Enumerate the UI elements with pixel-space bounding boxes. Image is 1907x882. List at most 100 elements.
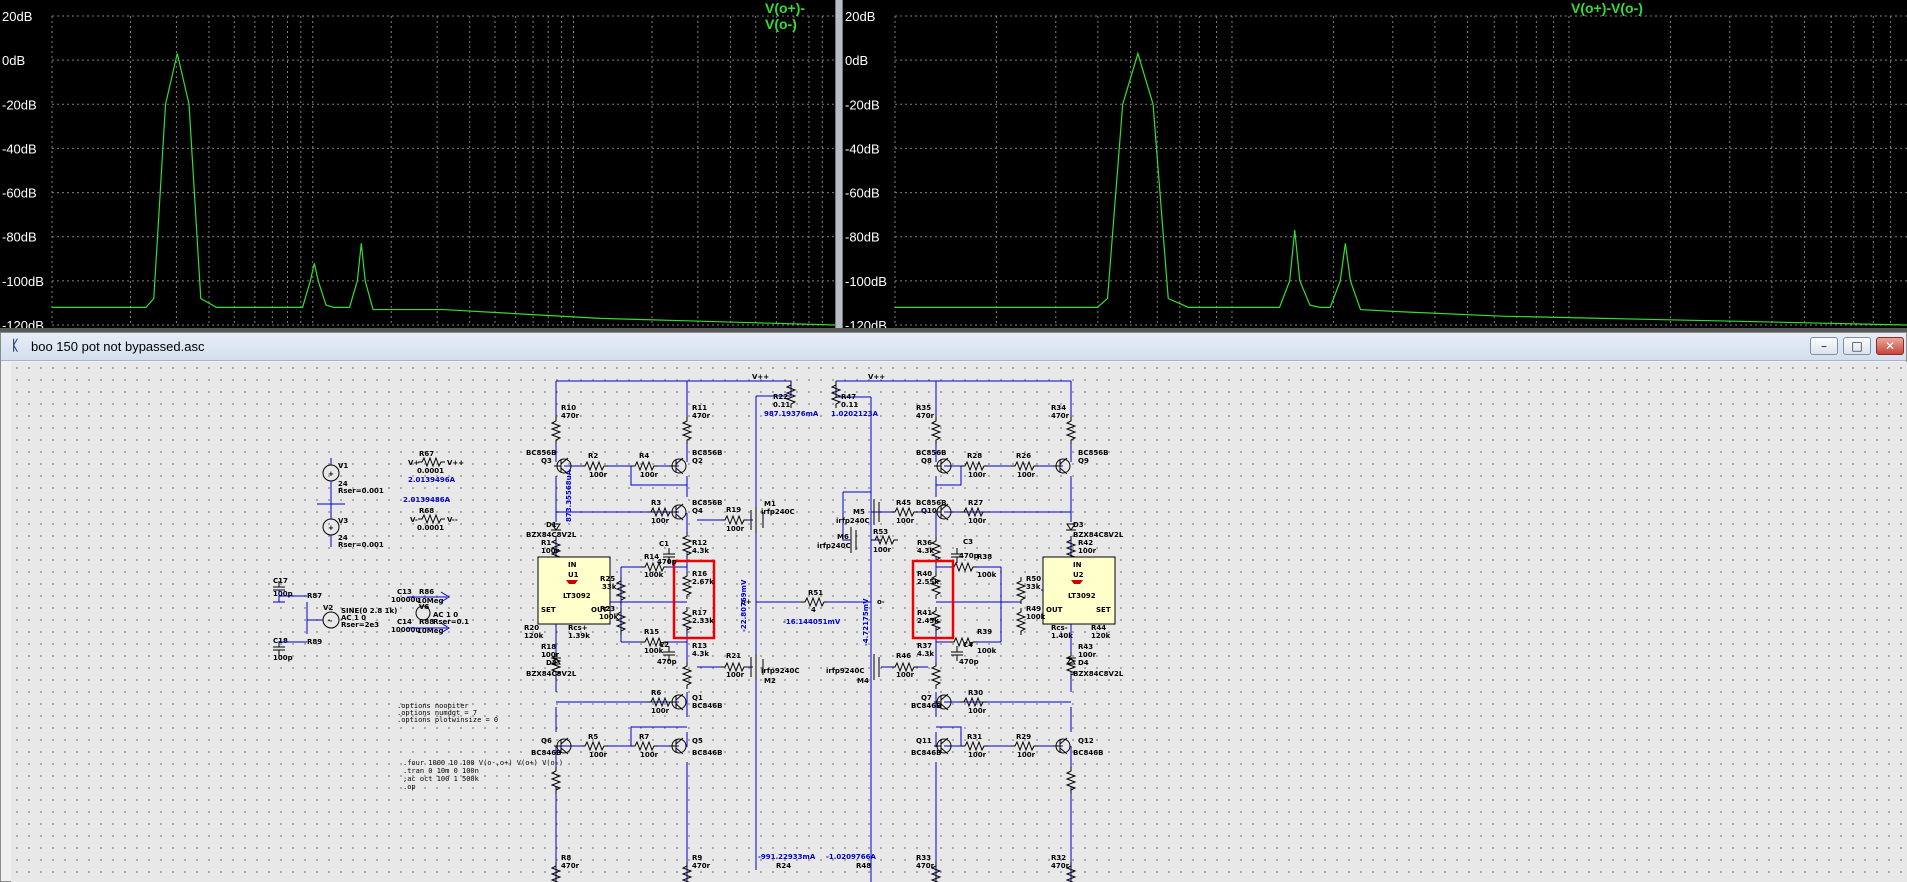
r68-value: 0.0001: [417, 524, 444, 532]
rcs-plus-label: Rcs+: [568, 624, 588, 632]
v1-rser: Rser=0.001: [338, 487, 384, 495]
u1-label: U1: [568, 571, 579, 579]
y-tick-label: -80dB: [845, 230, 880, 245]
directive-4[interactable]: .tran 0 10m 0 100n: [403, 767, 479, 775]
directive-3[interactable]: .four 1000 10 100 V(o-,o+) V(o+) V(o-): [403, 759, 563, 767]
y-tick-label: 20dB: [845, 9, 875, 24]
m1-type: irfp240C: [761, 508, 795, 516]
q11-label: Q11: [916, 737, 932, 745]
r9-label: R9: [692, 854, 702, 862]
y-tick-label: -120dB: [845, 318, 887, 328]
u1-lt3092[interactable]: IN U1 LT3092 SET OUT: [537, 556, 611, 625]
y-tick-label: -60dB: [845, 186, 880, 201]
d4-type: BZX84C8V2L: [1073, 670, 1124, 678]
trace-line[interactable]: [895, 51, 1907, 326]
r38-label: R38: [977, 553, 992, 561]
r3-label: R3: [651, 499, 661, 507]
r40-value: 2.55k: [917, 578, 939, 586]
r30-label: R30: [968, 689, 983, 697]
y-tick-label: -100dB: [845, 274, 887, 289]
c4-value: 470p: [959, 658, 979, 666]
wiring: [546, 380, 1082, 882]
r14-label: R14: [644, 553, 659, 561]
supply-section: + + V1 24 Rser=0.001 V3 24 Rser=0.001 R6…: [317, 450, 464, 549]
q4-label: Q4: [692, 507, 703, 515]
trace-label-left[interactable]: V(o+)-V(o-): [765, 0, 806, 32]
u2-set-pin: SET: [1096, 606, 1111, 614]
v2-sine: SINE(0 2.8 1k): [341, 607, 397, 615]
schematic-titlebar[interactable]: ᛕ boo 150 pot not bypassed.asc – □ ✕: [1, 333, 1906, 361]
schematic-canvas[interactable]: + + V1 24 Rser=0.001 V3 24 Rser=0.001 R6…: [11, 362, 1907, 882]
schematic-drawing[interactable]: + + V1 24 Rser=0.001 V3 24 Rser=0.001 R6…: [11, 362, 1907, 882]
r20-label: R20: [524, 624, 539, 632]
minimize-button[interactable]: –: [1810, 337, 1838, 355]
pane-splitter[interactable]: [835, 0, 843, 328]
close-button[interactable]: ✕: [1876, 337, 1904, 355]
rcs-plus-value: 1.39k: [568, 632, 590, 640]
q10-label: Q10: [921, 507, 937, 515]
directive-0[interactable]: .options noopiter: [397, 702, 469, 710]
directive-6[interactable]: .op: [403, 783, 416, 791]
q7-type: BC846B: [911, 702, 941, 710]
r6-value: 100r: [651, 707, 670, 715]
r53-label: R53: [873, 528, 888, 536]
u2-label: U2: [1073, 571, 1084, 579]
r16-label: R16: [692, 570, 707, 578]
q1-label: Q1: [692, 694, 703, 702]
u2-lt3092[interactable]: IN U2 LT3092 OUT SET: [1042, 556, 1116, 625]
m2-type: irfp9240C: [761, 667, 800, 675]
r10-label: R10: [561, 404, 576, 412]
r48-current: -1.0209766A: [826, 853, 877, 861]
d3-type: BZX84C8V2L: [1073, 531, 1124, 539]
m1-label: M1: [764, 500, 776, 508]
c1-value: 470p: [657, 558, 677, 566]
y-tick-label: 0dB: [2, 53, 25, 68]
svg-text:+: +: [328, 524, 334, 532]
r41-value: 2.45k: [917, 617, 939, 625]
r37-value: 4.3k: [917, 650, 934, 658]
directive-5[interactable]: ;ac oct 100 1 500k: [403, 775, 480, 783]
r44-value: 120k: [1091, 632, 1111, 640]
directive-1[interactable]: .options numdgt = 7: [397, 709, 477, 717]
r2-value: 100r: [589, 471, 608, 479]
c3-label: C3: [963, 538, 973, 546]
r51-label: R51: [808, 589, 823, 597]
trace-label-right[interactable]: V(o+)-V(o-): [1571, 0, 1643, 16]
y-tick-label: -20dB: [845, 97, 880, 112]
r37-label: R37: [917, 642, 932, 650]
r50-value: 33k: [1026, 583, 1041, 591]
spice-directives[interactable]: .options noopiter .options numdgt = 7 .o…: [397, 702, 563, 791]
r11-label: R11: [692, 404, 707, 412]
meas-voltage-2: -16.144051mV: [783, 618, 841, 626]
r13-label: R13: [692, 642, 707, 650]
y-tick-label: -120dB: [2, 318, 44, 328]
c17-value: 100p: [273, 590, 293, 598]
v2-label: V2: [323, 604, 333, 612]
maximize-button[interactable]: □: [1843, 337, 1871, 355]
node-o-plus: o+: [741, 598, 752, 606]
r68-current: 2.0139486A: [403, 496, 451, 504]
svg-text:V+: V+: [408, 459, 419, 467]
r35-value: 470r: [916, 412, 935, 420]
rcs-minus-label: Rcs-: [1051, 624, 1068, 632]
r7-label: R7: [639, 733, 649, 741]
r47-current: 1.0202123A: [831, 410, 879, 418]
svg-text:+: +: [328, 470, 334, 478]
v6-ac: AC 1 0: [433, 611, 458, 619]
r45-label: R45: [896, 499, 911, 507]
signal-source-section: C17 100p R87 ~ V2 SINE(0 2.8 1k) AC 1 0 …: [272, 577, 469, 662]
r43-value: 100r: [1078, 651, 1097, 659]
q9-label: Q9: [1078, 457, 1089, 465]
r39-value: 100k: [977, 647, 997, 655]
r51-value: 4: [811, 606, 816, 614]
trace-line[interactable]: [52, 53, 835, 326]
r9-value: 470r: [692, 862, 711, 870]
r12-value: 4.3k: [692, 547, 709, 555]
directive-2[interactable]: .options plotwinsize = 0: [397, 716, 498, 724]
r16-value: 2.67k: [692, 578, 714, 586]
v6-source-symbol[interactable]: [415, 605, 431, 621]
